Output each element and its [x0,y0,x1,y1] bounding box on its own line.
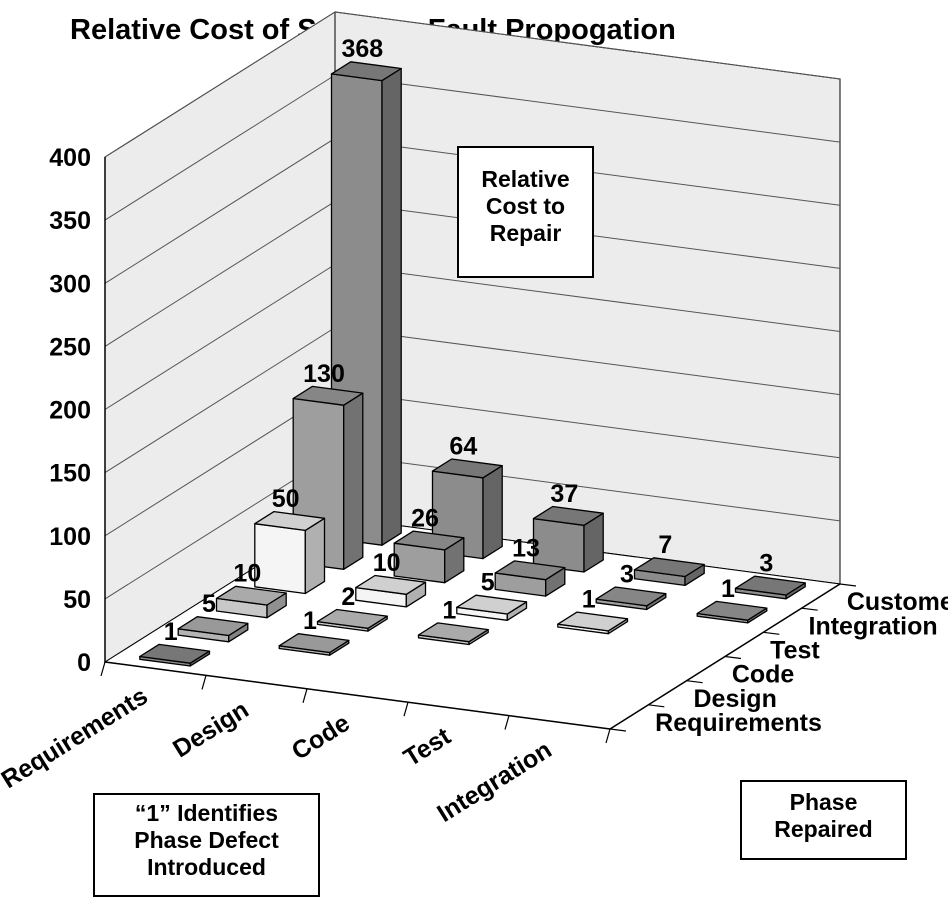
x-axis-label: Test [399,722,456,772]
bar-value-label: 3 [759,550,773,578]
depth-axis-tick [609,728,627,732]
annotation-line: Phase [789,789,858,815]
y-axis-tick-labels: 0 50 100 150 200 250 300 350 400 [49,144,91,677]
y-tick-label: 50 [63,586,91,614]
x-axis-tick [201,675,207,690]
bar [393,530,465,584]
annotation-line: Relative [481,166,570,192]
bar-value-label: 5 [202,590,216,618]
bar-value-label: 10 [373,549,401,577]
bar-value-label: 368 [341,35,383,63]
bar [355,574,427,608]
bar-value-label: 1 [303,607,317,635]
depth-axis-tick [801,607,818,611]
bar-value-label: 1 [721,575,735,603]
depth-axis-tick [724,655,742,660]
bar-value-label: 2 [341,583,355,611]
annotation-line: Phase Defect [134,827,279,854]
x-axis-label: Code [287,709,355,766]
depth-axis-label: Integration [809,612,938,640]
depth-axis-labels: RequirementsDesignCodeTestIntegrationCus… [655,588,948,737]
x-axis-tick [403,702,409,717]
annotation-line: Repair [489,220,562,247]
bar [557,611,629,635]
bar [532,505,604,573]
gridline [104,11,841,158]
bar-value-label: 26 [411,505,439,533]
y-tick-label: 350 [49,207,91,235]
bar-value-label: 130 [303,360,345,388]
y-tick-label: 400 [49,144,91,172]
bar [696,600,768,624]
depth-axis-label: Customer [847,588,948,616]
depth-axis-label: Design [694,685,777,713]
x-axis-tick [302,688,308,703]
y-tick-label: 0 [77,649,91,677]
depth-axis-label: Code [732,661,795,689]
depth-axis-tick [648,704,665,708]
bar [431,458,503,560]
chart-axes [100,157,857,744]
phase-repaired-annotation: Phase Repaired [740,780,907,860]
y-tick-label: 100 [49,523,91,551]
y-tick-label: 250 [49,333,91,361]
bar [177,616,249,643]
annotation-line: Repaired [774,816,873,843]
depth-axis-label: Requirements [655,709,822,737]
bar-value-label: 13 [512,534,540,562]
annotation-line: Introduced [147,854,266,881]
bar [494,560,566,597]
bar [456,594,528,621]
x-axis-tick [605,728,611,744]
bar-value-label: 1 [582,586,596,614]
y-tick-label: 200 [49,397,91,425]
bar [139,643,211,667]
depth-axis-label: Test [770,636,820,664]
bar [633,557,705,587]
x-axis-tick [100,661,106,677]
annotation-line: Cost to [485,193,566,220]
x-axis-label: Integration [432,736,556,828]
bar [595,586,667,611]
annotation-line: “1” Identifies [134,800,279,826]
bar [215,585,287,619]
relative-cost-annotation: Relative Cost to Repair [457,146,594,278]
bar-value-label: 37 [550,480,578,508]
bar-value-label: 50 [272,485,300,513]
bar [417,622,489,646]
bar [316,608,388,632]
x-axis-tick [504,715,510,730]
y-tick-label: 150 [49,460,91,488]
bar-value-label: 64 [449,432,477,460]
bar [278,633,350,656]
x-axis-label: Requirements [0,682,153,794]
depth-axis-tick [686,680,703,684]
bar-value-label: 10 [233,560,261,588]
bar [734,575,806,600]
y-tick-label: 300 [49,270,91,298]
bar-value-label: 7 [658,531,672,559]
bar [254,510,326,595]
x-axis-label: Design [168,695,254,763]
x-axis-line [104,661,611,730]
phase-introduced-annotation: “1” Identifies Phase Defect Introduced [93,793,320,897]
bar-value-label: 3 [620,560,634,588]
bar-value-label: 5 [481,569,495,597]
bar-value-label: 1 [164,618,178,646]
depth-axis-tick [839,583,857,587]
depth-axis-tick [763,631,780,635]
bar-value-label: 1 [442,596,456,624]
